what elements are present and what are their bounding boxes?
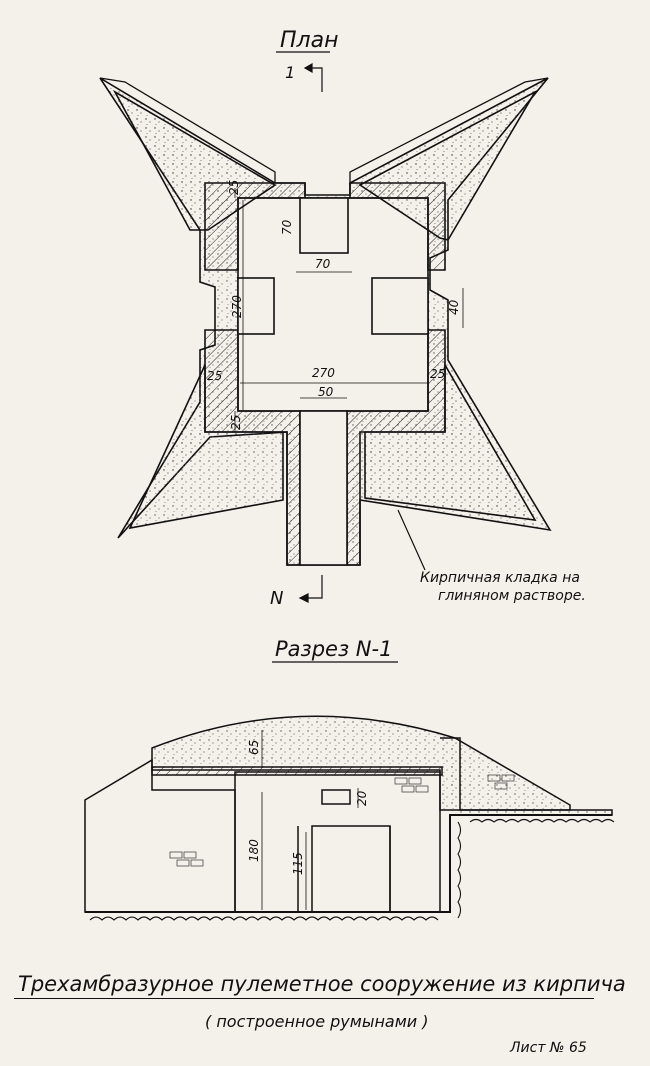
- dim-height: 180: [247, 839, 261, 862]
- dim-embrasure: 40: [447, 299, 461, 315]
- drawing-subtitle: ( построенное румынами ): [205, 1012, 429, 1031]
- dim-opening-width: 70: [315, 257, 331, 271]
- plan-view: [99, 77, 552, 566]
- plan-title: План: [280, 28, 338, 53]
- plan-dimension-lines: [234, 188, 464, 432]
- dim-wall-top: 25: [227, 180, 241, 195]
- dim-opening-depth: 70: [280, 219, 294, 235]
- section-marker-top: 1: [285, 63, 295, 82]
- material-note-line2: глиняном растворе.: [438, 588, 586, 604]
- left-block: [84, 758, 236, 913]
- dim-entrance: 50: [318, 385, 334, 399]
- dim-inner-height: 270: [230, 295, 244, 318]
- doorway: [311, 825, 391, 913]
- material-note-line1: Кирпичная кладка на: [420, 570, 580, 586]
- entrance-corridor: [299, 410, 348, 566]
- section-view: [84, 715, 613, 913]
- dim-loophole: 20: [355, 790, 369, 806]
- section-markers: [298, 62, 426, 603]
- ground-line: [85, 814, 612, 913]
- section-title: Разрез N-1: [275, 637, 392, 661]
- right-table: [371, 277, 429, 335]
- top-opening: [299, 197, 349, 254]
- earth-mound: [151, 715, 571, 811]
- roof-slab: [151, 766, 443, 776]
- dim-wall-right: 25: [430, 367, 445, 381]
- brick-texture: [169, 774, 515, 867]
- ground-stones: [89, 818, 615, 921]
- loophole: [321, 789, 351, 805]
- dim-inner-width: 270: [312, 366, 335, 380]
- dim-roof: 65: [247, 740, 261, 755]
- dim-wall-left: 25: [207, 369, 222, 383]
- section-marker-bottom: N: [270, 588, 283, 609]
- left-table: [237, 277, 275, 335]
- dim-door: 115: [291, 852, 305, 875]
- dim-wall-bottom: 25: [229, 415, 243, 430]
- title-underline: [14, 998, 594, 999]
- sheet-number: Лист № 65: [510, 1040, 587, 1056]
- drawing-title: Трехамбразурное пулеметное сооружение из…: [18, 972, 626, 996]
- section-dimension-lines: [261, 730, 359, 910]
